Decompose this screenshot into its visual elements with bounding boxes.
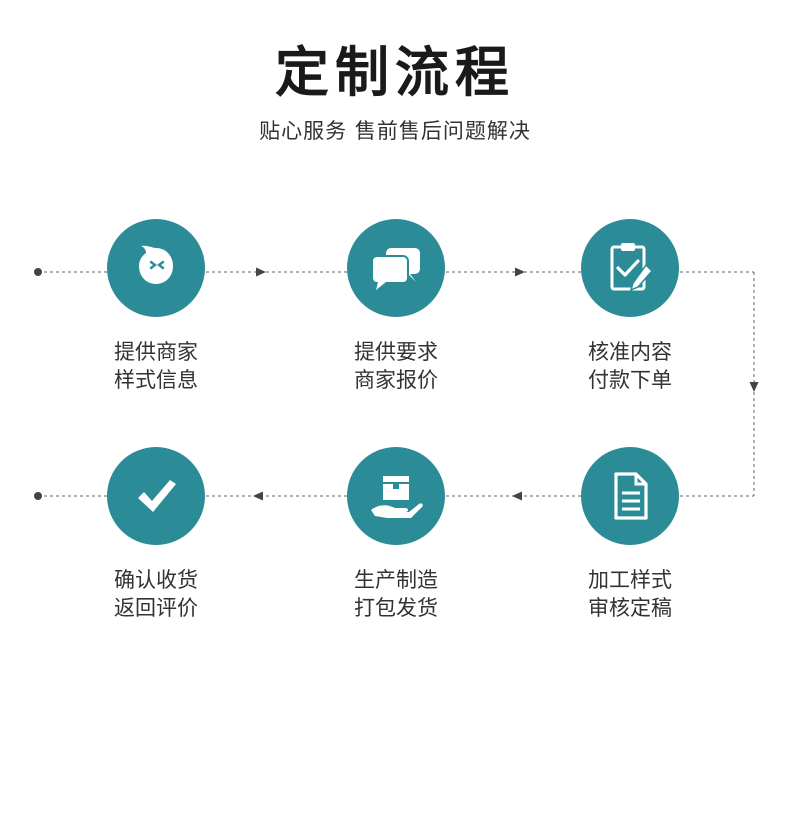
step-3-label: 核准内容 付款下单 <box>550 338 710 394</box>
step-4-label: 加工样式 审核定稿 <box>550 566 710 622</box>
arrow-down <box>749 382 759 392</box>
step-1-label: 提供商家 样式信息 <box>76 338 236 394</box>
package-hand-icon <box>371 476 423 518</box>
end-dot <box>34 492 42 500</box>
page-subtitle: 贴心服务 售前售后问题解决 <box>259 119 531 143</box>
step-5-line2: 打包发货 <box>354 596 438 620</box>
page-title: 定制流程 <box>275 41 515 104</box>
speech-bubbles-icon <box>371 248 420 290</box>
step-2-label: 提供要求 商家报价 <box>316 338 476 394</box>
step-2-line1: 提供要求 <box>354 340 438 364</box>
step-4-circle <box>581 447 679 545</box>
step-5-label: 生产制造 打包发货 <box>316 566 476 622</box>
step-4-line2: 审核定稿 <box>588 596 672 620</box>
step-4-line1: 加工样式 <box>588 568 672 592</box>
step-3-circle <box>581 219 679 317</box>
step-6-line2: 返回评价 <box>114 596 198 620</box>
step-1-line1: 提供商家 <box>114 340 198 364</box>
document-icon <box>614 472 648 520</box>
step-2-circle <box>347 219 445 317</box>
step-1-line2: 样式信息 <box>114 368 198 392</box>
arrow-right-2 <box>515 267 525 277</box>
arrow-left-1 <box>512 491 522 501</box>
checkmark-icon <box>138 480 176 512</box>
arrow-left-2 <box>253 491 263 501</box>
arrow-right-1 <box>256 267 266 277</box>
step-6-line1: 确认收货 <box>114 568 198 592</box>
step-3-line2: 付款下单 <box>588 368 672 392</box>
step-5-line1: 生产制造 <box>354 568 438 592</box>
clipboard-check-icon <box>610 243 654 292</box>
chat-face-icon <box>139 245 173 284</box>
step-3-line1: 核准内容 <box>588 340 672 364</box>
step-2-line2: 商家报价 <box>354 368 438 392</box>
step-5-circle <box>347 447 445 545</box>
step-1-circle <box>107 219 205 317</box>
start-dot <box>34 268 42 276</box>
step-6-circle <box>107 447 205 545</box>
step-6-label: 确认收货 返回评价 <box>76 566 236 622</box>
